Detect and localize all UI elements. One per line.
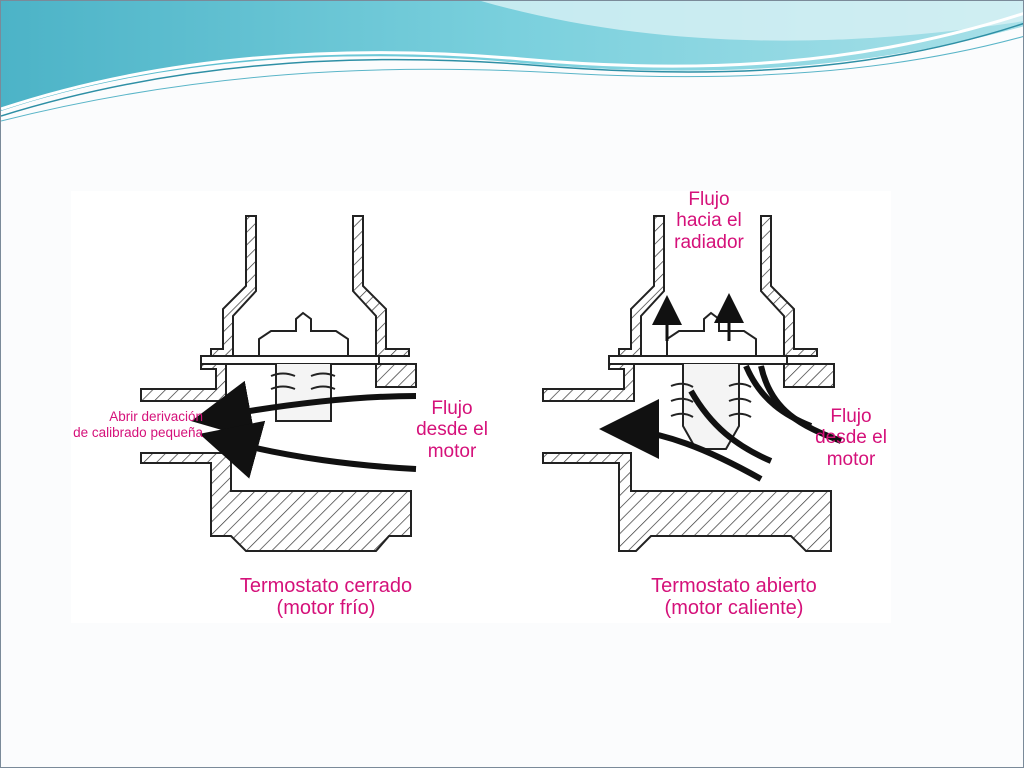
open-thermostat-drawing: [542, 215, 843, 552]
flow-to-radiator-label: Flujo hacia el radiador: [674, 189, 744, 253]
header-wave-decoration: [1, 1, 1023, 122]
flow-from-engine-label-left: Flujo desde el motor: [416, 398, 488, 462]
flow-from-engine-label-right: Flujo desde el motor: [815, 406, 887, 470]
closed-thermostat-caption: Termostato cerrado (motor frío): [239, 575, 413, 620]
closed-thermostat-drawing: [140, 215, 417, 552]
bypass-label: Abrir derivación de calibrado pequeña: [73, 409, 203, 441]
thermostat-diagram: Abrir derivación de calibrado pequeña Fl…: [71, 189, 891, 623]
open-thermostat-caption: Termostato abierto (motor caliente): [651, 575, 817, 620]
